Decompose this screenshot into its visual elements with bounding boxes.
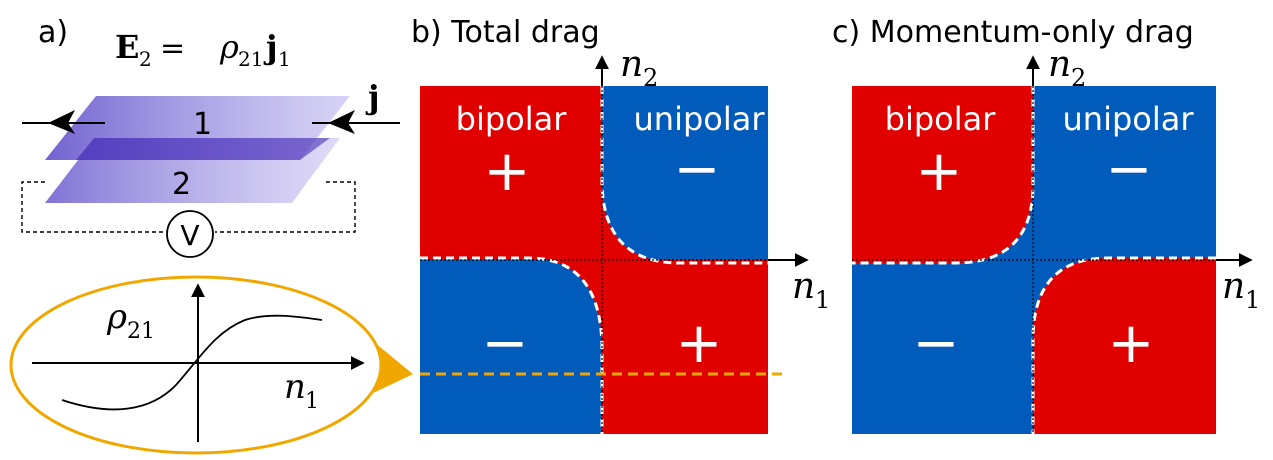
axis-n2-c: n [1048, 44, 1071, 85]
panel-b-title: b) Total drag [411, 15, 600, 50]
equation-E-sub: 2 [139, 47, 152, 71]
panel-a: a) E 2 = ρ 21 j 1 1 2 [9, 15, 413, 455]
region-br-c [1033, 258, 1216, 434]
boundary-tl-c [852, 86, 1035, 265]
label-bipolar-c: bipolar [885, 100, 997, 138]
equation-j: j [263, 28, 278, 66]
axis-n1-b: n [792, 266, 815, 307]
axis-n2-c-sub: 2 [1071, 64, 1086, 92]
sign-bl-b: − [482, 311, 529, 376]
region-br [602, 260, 768, 434]
equation-rho: ρ [219, 28, 239, 66]
current-arrow-right [312, 110, 400, 134]
sign-tl-c: + [916, 139, 963, 204]
equation-equals: = [160, 31, 185, 66]
inset-curve [61, 314, 323, 411]
equation-j-sub: 1 [278, 47, 291, 71]
voltmeter-label: V [180, 219, 199, 252]
sign-bl-c: − [913, 311, 960, 376]
panel-a-label: a) [38, 15, 68, 50]
bulge-red-bottom [420, 258, 602, 350]
sign-tl-b: + [484, 139, 531, 204]
equation-E: E [115, 28, 139, 66]
label-unipolar-c: unipolar [1063, 100, 1195, 138]
layer-1-label: 1 [193, 107, 212, 142]
region-tl [420, 86, 602, 260]
axis-n1-c-sub: 1 [1245, 286, 1260, 314]
axis-n1-c: n [1222, 266, 1245, 307]
inset-ylabel: ρ [106, 297, 127, 337]
region-bl [420, 260, 602, 434]
axis-n2-b: n [620, 44, 643, 85]
panel-c-title: c) Momentum-only drag [832, 15, 1194, 50]
axis-n1-b-sub: 1 [815, 286, 830, 314]
sign-tr-b: − [674, 137, 721, 202]
current-arrow-left [22, 110, 105, 134]
voltmeter-icon: V [166, 210, 214, 258]
inset-plot: ρ 21 n 1 [9, 275, 413, 455]
sign-br-b: + [676, 311, 723, 376]
inset-xlabel: n [284, 367, 306, 407]
layer-overlap [76, 138, 330, 160]
drag-equation: E 2 = ρ 21 j 1 [115, 28, 291, 71]
current-label: j [365, 78, 380, 116]
inset-xlabel-sub: 1 [305, 389, 319, 414]
sign-br-c: + [1108, 311, 1155, 376]
voltmeter-circuit [21, 181, 356, 233]
panel-b: b) Total drag n 1 n 2 bipolar unipolar +… [411, 15, 830, 434]
layer-2-label: 2 [172, 167, 191, 202]
label-unipolar-b: unipolar [634, 100, 766, 138]
region-tl-c [852, 86, 1033, 263]
region-tr [602, 86, 768, 260]
panel-c: c) Momentum-only drag n 1 n 2 bipolar un… [832, 15, 1260, 434]
boundary-lower [420, 256, 604, 434]
inset-ylabel-sub: 21 [127, 319, 155, 344]
boundary-upper [600, 86, 768, 265]
bulge-red-top [602, 180, 768, 263]
axis-n2-b-sub: 2 [643, 64, 658, 92]
sign-tr-c: − [1106, 137, 1153, 202]
equation-rho-sub: 21 [238, 47, 263, 71]
label-bipolar-b: bipolar [456, 100, 568, 138]
